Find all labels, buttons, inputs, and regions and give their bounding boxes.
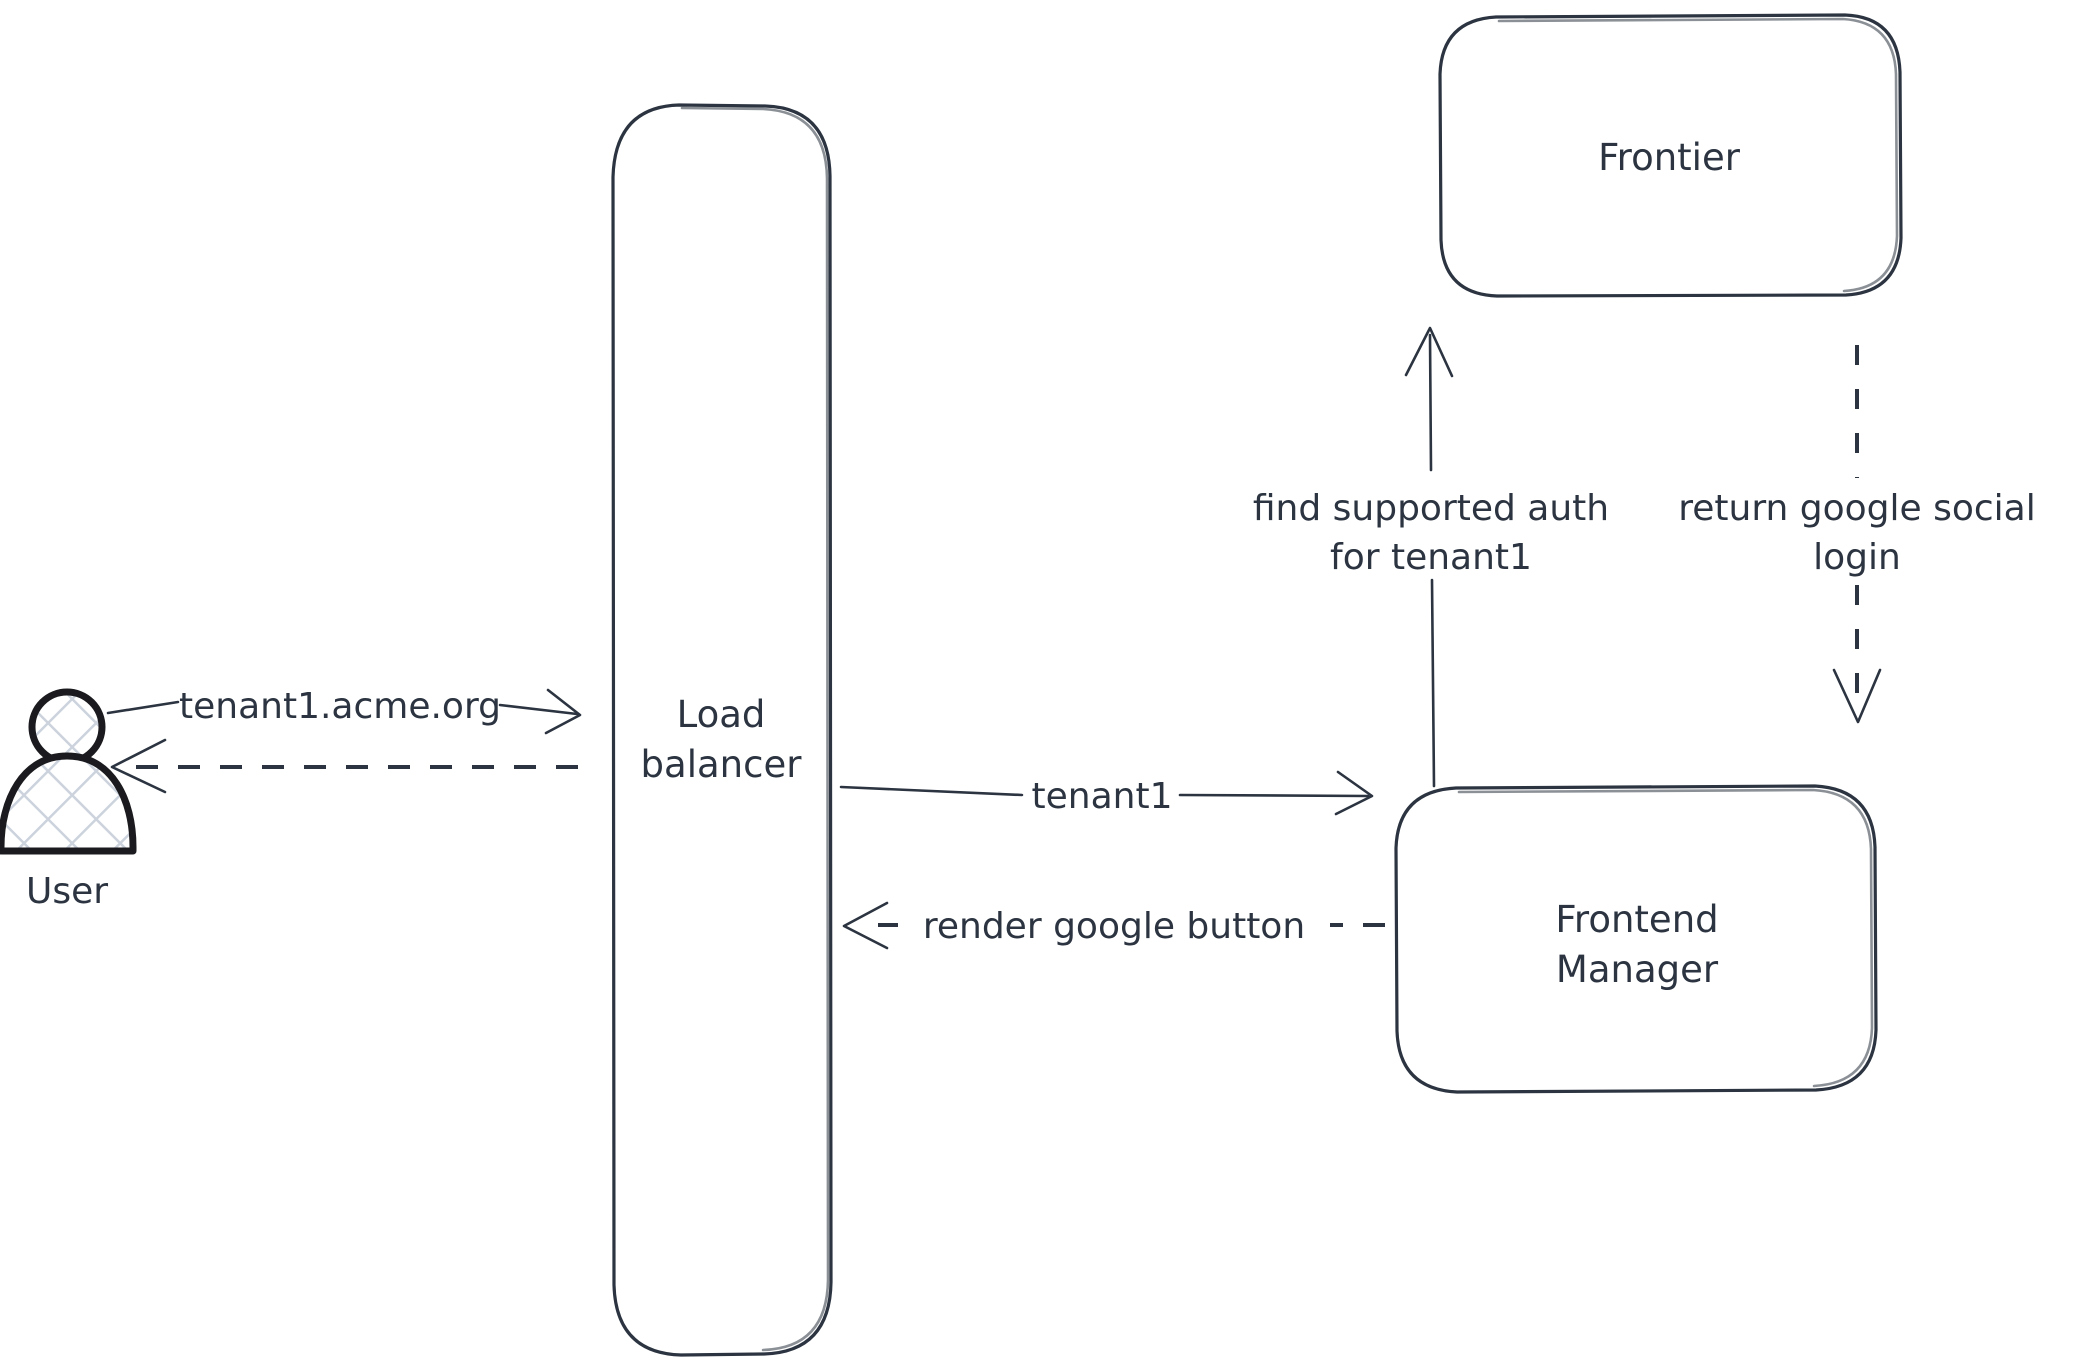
edge-frontend-manager-to-frontier [1404, 326, 1454, 788]
actor-label-user: User [26, 871, 108, 912]
edge-label-frontend-manager-to-frontier-line1: find supported auth [1253, 488, 1609, 529]
edge-label-load-balancer-to-frontend-manager: tenant1 [1032, 776, 1173, 817]
edge-frontier-to-frontend-manager [1832, 345, 1882, 724]
edge-label-frontend-manager-to-frontier-line2: for tenant1 [1330, 537, 1532, 578]
edge-label-frontier-to-frontend-manager-line1: return google social [1678, 488, 2036, 529]
node-load-balancer[interactable] [611, 103, 833, 1357]
actor-user[interactable] [0, 688, 137, 855]
edge-label-user-to-load-balancer: tenant1.acme.org [179, 686, 501, 727]
node-label-frontier: Frontier [1598, 136, 1741, 179]
node-label-load-balancer-line2: balancer [641, 743, 803, 786]
edge-label-frontier-to-frontend-manager-line2: login [1813, 537, 1901, 578]
node-label-frontend-manager-line2: Manager [1556, 948, 1719, 991]
node-frontend-manager[interactable] [1394, 784, 1878, 1094]
node-label-load-balancer-line1: Load [677, 693, 766, 736]
node-label-frontend-manager-line1: Frontend [1555, 898, 1718, 941]
edge-frontend-manager-to-load-balancer [842, 901, 1385, 950]
edge-load-balancer-to-user [110, 738, 578, 794]
edge-label-frontend-manager-to-load-balancer: render google button [923, 906, 1305, 947]
edge-load-balancer-to-frontend-manager [839, 770, 1374, 816]
edge-user-to-load-balancer [106, 688, 582, 735]
node-frontier[interactable] [1438, 13, 1903, 298]
